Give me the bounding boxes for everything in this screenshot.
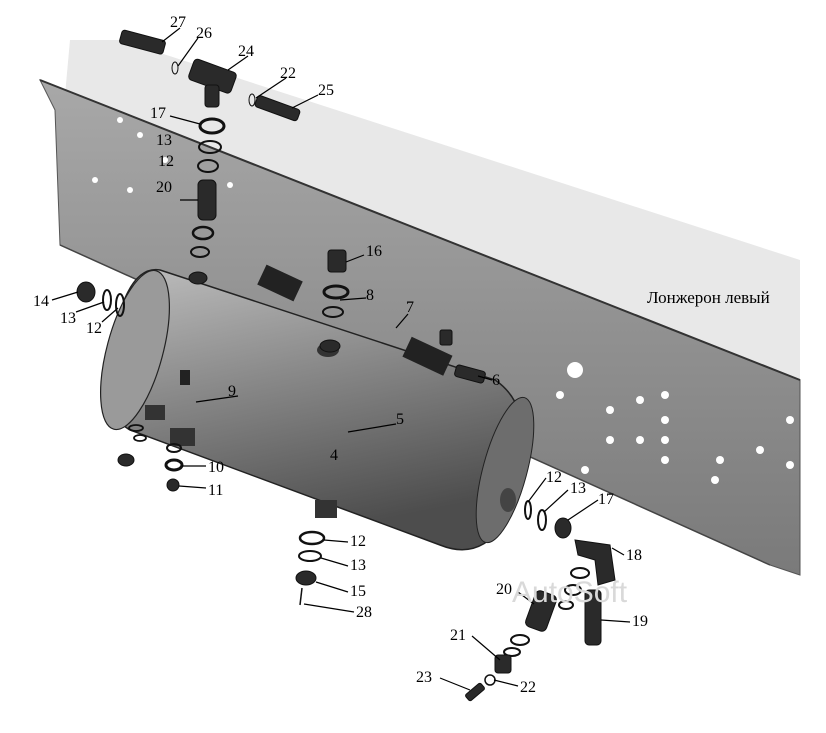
callout-10: 10	[208, 459, 224, 476]
leader-lines	[51, 27, 631, 691]
fittings-and-seals	[76, 29, 616, 702]
callout-25: 25	[318, 82, 334, 99]
callout-12-bottom: 12	[350, 533, 366, 550]
callout-11: 11	[208, 482, 223, 499]
callout-15: 15	[350, 583, 366, 600]
rail-caption: Лонжерон левый	[647, 288, 770, 307]
callout-4: 4	[330, 447, 338, 464]
callout-22-top: 22	[280, 65, 296, 82]
callout-20-bottom: 20	[496, 581, 512, 598]
callout-26: 26	[196, 25, 212, 42]
callout-18: 18	[626, 547, 642, 564]
callout-21: 21	[450, 627, 466, 644]
callout-20-top: 20	[156, 179, 172, 196]
callout-12-top: 12	[158, 153, 174, 170]
callout-23: 23	[416, 669, 432, 686]
callout-13-right: 13	[570, 480, 586, 497]
callout-12-right: 12	[546, 469, 562, 486]
callout-6: 6	[492, 372, 500, 389]
callout-13-bottom: 13	[350, 557, 366, 574]
callout-22-bottom: 22	[520, 679, 536, 696]
callout-14: 14	[33, 293, 49, 310]
callout-12-left: 12	[86, 320, 102, 337]
callout-7: 7	[406, 299, 414, 316]
callout-27: 27	[170, 14, 186, 31]
callout-5: 5	[396, 411, 404, 428]
callout-24: 24	[238, 43, 254, 60]
watermark: AutoSoft	[512, 576, 628, 609]
callout-17-right: 17	[598, 491, 614, 508]
callout-9: 9	[228, 383, 236, 400]
callout-13-top: 13	[156, 132, 172, 149]
callout-16: 16	[366, 243, 382, 260]
callout-labels: 27 26 24 22 25 17 13 12 20 16 8 7 14 13 …	[33, 14, 648, 696]
callout-13-left: 13	[60, 310, 76, 327]
callout-8: 8	[366, 287, 374, 304]
air-receiver-tank	[100, 264, 535, 551]
callout-28: 28	[356, 604, 372, 621]
callout-17-top: 17	[150, 105, 166, 122]
callout-19: 19	[632, 613, 648, 630]
